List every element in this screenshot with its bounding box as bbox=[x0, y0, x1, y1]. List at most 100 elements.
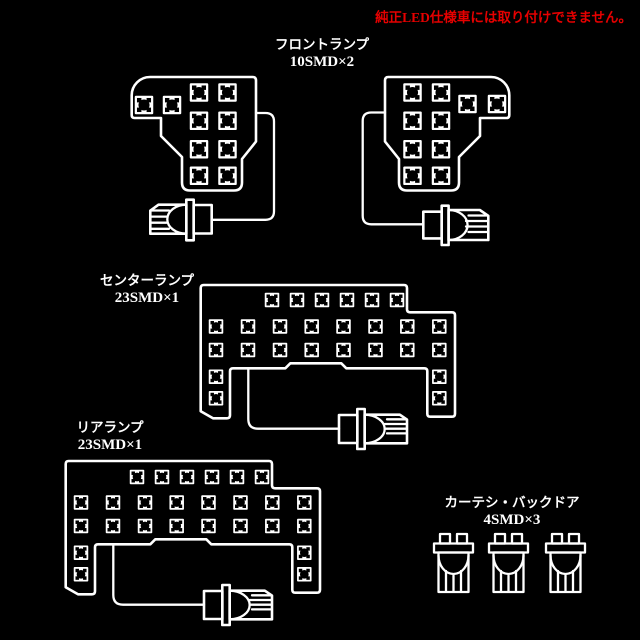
smd-chip bbox=[432, 319, 447, 334]
smd-chip bbox=[336, 319, 351, 334]
smd-chip bbox=[400, 342, 415, 358]
smd-chip bbox=[339, 292, 355, 308]
t10-bulb-icon bbox=[487, 532, 530, 594]
smd-chip bbox=[137, 495, 153, 510]
smd-chip bbox=[431, 111, 451, 131]
smd-chip bbox=[403, 83, 422, 102]
smd-chip bbox=[364, 292, 380, 308]
smd-chip bbox=[208, 319, 224, 334]
wedge-ridges bbox=[464, 214, 489, 234]
t10-bulb-icon bbox=[432, 532, 475, 594]
bulb-dome bbox=[447, 208, 469, 242]
smd-count: 10SMD×2 bbox=[289, 53, 355, 70]
smd-chip bbox=[304, 319, 319, 334]
bulb-glass bbox=[447, 208, 490, 242]
led-grid bbox=[134, 83, 237, 186]
smd-chip bbox=[314, 292, 330, 308]
smd-count: 23SMD×1 bbox=[114, 289, 180, 306]
smd-chip bbox=[218, 139, 237, 159]
t10-connector-right bbox=[361, 111, 490, 247]
front-right-board bbox=[361, 75, 511, 247]
smd-chip bbox=[201, 495, 216, 510]
wire bbox=[361, 111, 425, 226]
smd-chip bbox=[272, 319, 288, 334]
center-lamp-label: センターランプ 23SMD×1 bbox=[100, 273, 194, 306]
led-grid bbox=[208, 292, 447, 406]
courtesy-bulbs bbox=[432, 532, 587, 594]
smd-chip bbox=[254, 469, 270, 485]
t10-bulb-icon bbox=[544, 532, 587, 594]
smd-chip bbox=[289, 292, 305, 308]
smd-chip bbox=[204, 469, 220, 485]
rear-lamp-label: リアランプ 23SMD×1 bbox=[76, 420, 143, 453]
smd-chip bbox=[105, 495, 121, 510]
smd-chip bbox=[179, 469, 195, 485]
smd-chip bbox=[208, 369, 224, 384]
rear-board bbox=[64, 459, 322, 627]
smd-chip bbox=[201, 518, 216, 534]
smd-chip bbox=[265, 518, 280, 534]
smd-chip bbox=[431, 139, 451, 159]
front-lamp-label: フロントランプ 10SMD×2 bbox=[275, 37, 369, 70]
smd-chip bbox=[487, 94, 507, 114]
lamp-name: センターランプ bbox=[99, 273, 195, 288]
board-outline bbox=[130, 75, 258, 192]
courtesy-label: カーテシ・バックドア 4SMD×3 bbox=[445, 495, 580, 528]
led-grid bbox=[73, 469, 312, 582]
board-outline bbox=[383, 75, 511, 192]
smd-chip bbox=[137, 518, 153, 534]
smd-chip bbox=[431, 166, 451, 186]
smd-chip bbox=[403, 166, 422, 186]
smd-chip bbox=[208, 342, 224, 358]
smd-chip bbox=[105, 518, 121, 534]
smd-chip bbox=[129, 469, 145, 485]
smd-chip bbox=[73, 518, 89, 534]
bulb-dome bbox=[166, 203, 188, 235]
smd-chip bbox=[233, 518, 248, 534]
smd-count: 23SMD×1 bbox=[77, 436, 143, 453]
t10-connector bbox=[112, 542, 274, 627]
smd-chip bbox=[218, 83, 237, 102]
socket bbox=[421, 210, 443, 240]
smd-chip bbox=[403, 139, 422, 159]
wire bbox=[210, 111, 276, 221]
smd-chip bbox=[169, 518, 184, 534]
smd-chip bbox=[297, 545, 312, 560]
smd-chip bbox=[368, 319, 383, 334]
lamp-name: リアランプ bbox=[76, 420, 144, 435]
smd-chip bbox=[368, 342, 383, 358]
front-left-board bbox=[130, 75, 276, 242]
smd-chip bbox=[297, 518, 312, 534]
smd-count: 4SMD×3 bbox=[483, 511, 541, 528]
smd-chip bbox=[432, 391, 447, 406]
smd-chip bbox=[336, 342, 351, 358]
smd-chip bbox=[240, 342, 256, 358]
smd-chip bbox=[229, 469, 245, 485]
smd-chip bbox=[208, 391, 224, 406]
t10-connector-left bbox=[149, 111, 276, 242]
smd-chip bbox=[73, 567, 89, 582]
smd-chip bbox=[189, 111, 209, 131]
smd-chip bbox=[272, 342, 288, 358]
smd-chip bbox=[432, 342, 447, 358]
smd-chip bbox=[154, 469, 170, 485]
smd-chip bbox=[265, 495, 280, 510]
led-grid bbox=[403, 83, 507, 186]
t10-connector bbox=[247, 366, 409, 451]
smd-chip bbox=[233, 495, 248, 510]
smd-chip bbox=[73, 545, 89, 560]
lamp-name: カーテシ・バックドア bbox=[444, 495, 580, 510]
smd-chip bbox=[304, 342, 319, 358]
smd-chip bbox=[297, 567, 312, 582]
lamp-name: フロントランプ bbox=[274, 37, 370, 52]
smd-chip bbox=[218, 111, 237, 131]
smd-chip bbox=[240, 319, 256, 334]
smd-chip bbox=[431, 83, 451, 102]
wedge-ridges bbox=[149, 209, 171, 230]
smd-chip bbox=[403, 111, 422, 131]
smd-chip bbox=[264, 292, 280, 308]
smd-chip bbox=[218, 166, 237, 186]
warning-text: 純正LED仕様車には取り付けできません。 bbox=[375, 10, 632, 25]
smd-chip bbox=[73, 495, 89, 510]
